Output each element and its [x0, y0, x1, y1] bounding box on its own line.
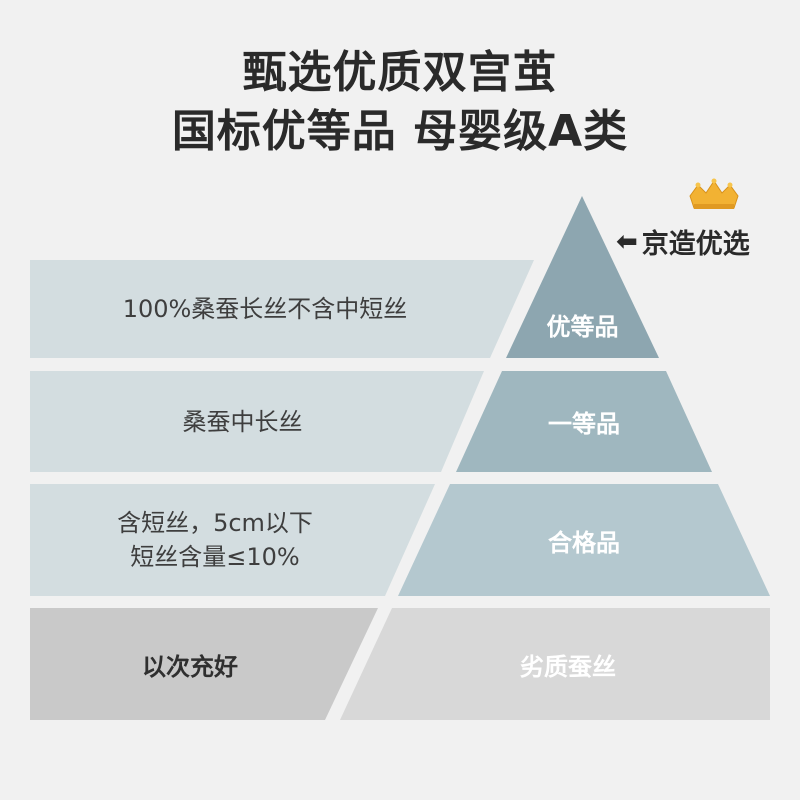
jd-select-badge: ⬅ 京造优选 [616, 222, 750, 261]
tier-3-description-line-2: 短丝含量≤10% [130, 543, 300, 571]
tier-2-grade: 一等品 [548, 410, 620, 438]
title-line-2: 国标优等品 母婴级A类 [171, 106, 629, 157]
pyramid-tier-3 [398, 484, 770, 596]
tier-4-description: 以次充好 [142, 652, 238, 681]
tier-3-grade: 合格品 [548, 528, 620, 557]
left-band-2 [30, 371, 484, 472]
arrow-left-icon: ⬅ [616, 226, 638, 257]
pyramid-tier-2 [456, 371, 712, 472]
tier-1-grade: 优等品 [546, 312, 619, 341]
title-line-1: 甄选优质双宫茧 [242, 47, 558, 98]
tier-3-description-line-1: 含短丝，5cm以下 [117, 509, 313, 537]
bottom-right-band [340, 608, 770, 720]
pyramid-tier-1 [506, 196, 659, 358]
crown-icon [689, 178, 739, 209]
left-band-1 [30, 260, 534, 358]
tier-2-description: 桑蚕中长丝 [182, 407, 303, 436]
left-band-3 [30, 484, 435, 596]
tier-3-description: 含短丝，5cm以下 短丝含量≤10% [30, 484, 400, 596]
tier-4-grade: 劣质蚕丝 [520, 652, 616, 681]
tier-1-description: 100%桑蚕长丝不含中短丝 [122, 295, 408, 323]
left-band-4 [30, 608, 378, 720]
badge-text: 京造优选 [641, 229, 750, 260]
